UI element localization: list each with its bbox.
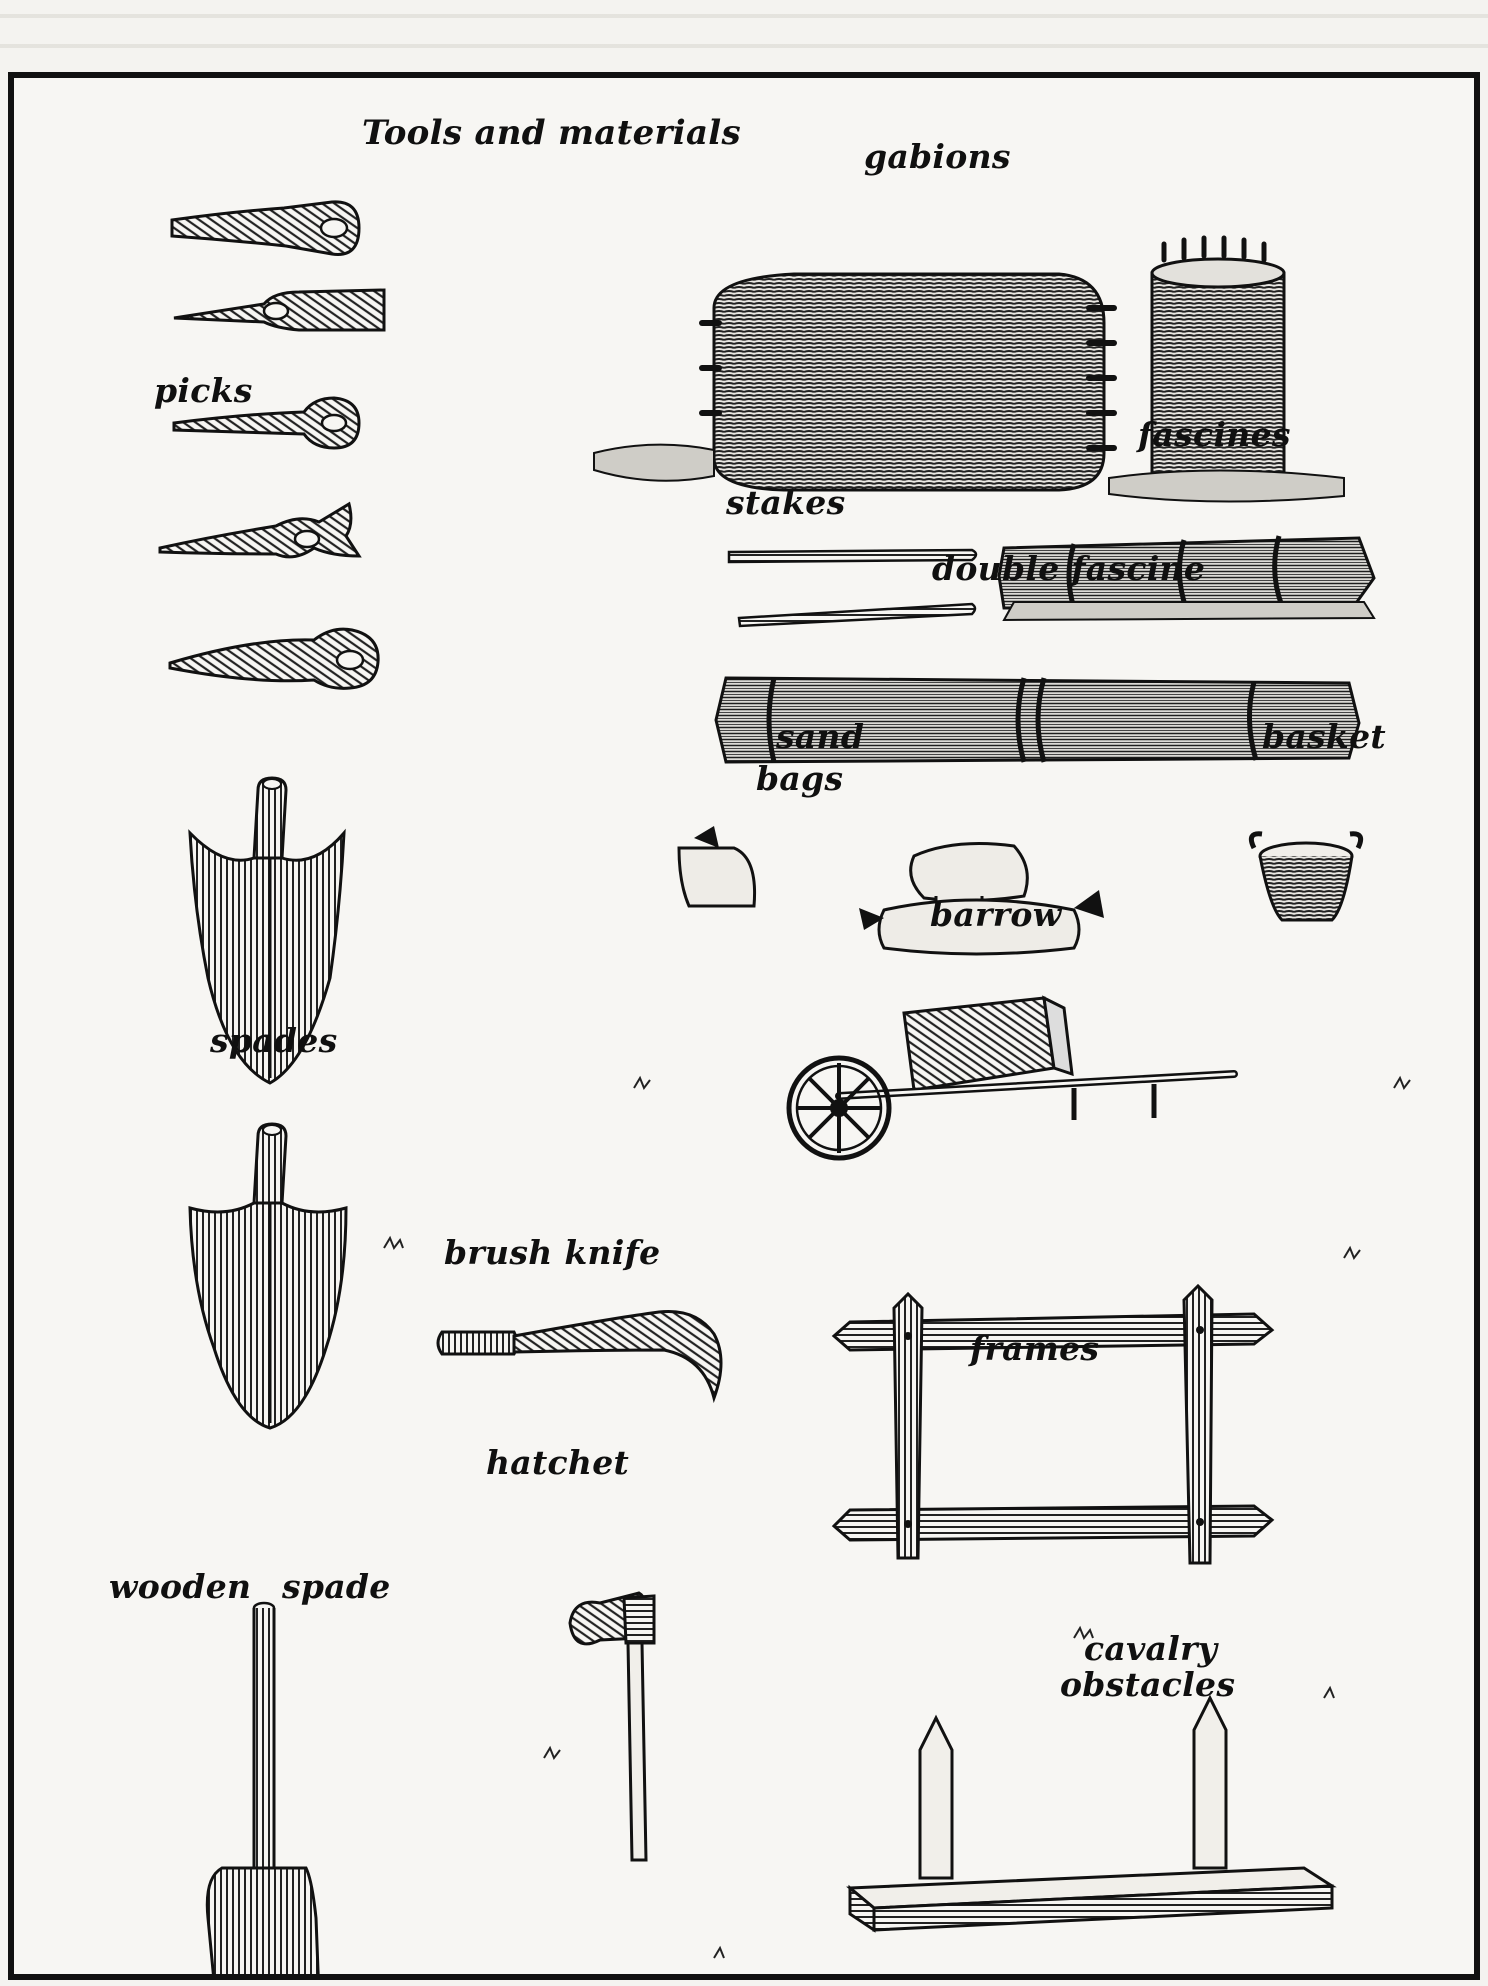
gabion-lying-icon bbox=[593, 272, 1117, 492]
pick-1-icon bbox=[170, 200, 361, 256]
label-obstacles: obstacles bbox=[1060, 1665, 1236, 1704]
brush-knife-icon bbox=[436, 1309, 723, 1404]
label-picks: picks bbox=[154, 371, 253, 410]
fascines-icon bbox=[997, 535, 1376, 622]
label-brush-knife: brush knife bbox=[444, 1233, 661, 1272]
illustration-frame: Tools and materials gabions picks fascin… bbox=[8, 72, 1480, 1980]
label-cavalry: cavalry bbox=[1084, 1629, 1218, 1668]
label-fascines: fascines bbox=[1138, 415, 1291, 454]
cavalry-obstacles-icon bbox=[846, 1694, 1337, 1933]
sand-bags-icon bbox=[677, 826, 1104, 956]
label-hatchet: hatchet bbox=[486, 1443, 630, 1482]
double-fascine-icon bbox=[714, 676, 1361, 764]
spade-flat-icon bbox=[188, 776, 346, 1085]
label-gabions: gabions bbox=[864, 137, 1011, 176]
hatchet-icon bbox=[568, 1591, 656, 1862]
label-basket: basket bbox=[1262, 717, 1386, 756]
label-spade: spade bbox=[282, 1567, 391, 1606]
wooden-spade-icon bbox=[205, 1601, 320, 1974]
label-sand: sand bbox=[776, 717, 865, 756]
pick-3-icon bbox=[172, 396, 361, 450]
barrow-icon bbox=[786, 995, 1238, 1161]
pick-2-icon bbox=[173, 288, 386, 332]
grass-tufts bbox=[383, 1075, 1411, 1959]
basket-icon bbox=[1248, 831, 1364, 922]
label-frames: frames bbox=[970, 1329, 1100, 1368]
label-wooden: wooden bbox=[109, 1567, 252, 1606]
label-spades: spades bbox=[210, 1021, 338, 1060]
label-double-fascine: double fascine bbox=[932, 549, 1206, 588]
gabion-standing-icon bbox=[1108, 235, 1345, 503]
label-stakes: stakes bbox=[726, 483, 846, 522]
label-bags: bags bbox=[756, 759, 844, 798]
frames-icon bbox=[831, 1283, 1275, 1565]
pick-5-icon bbox=[168, 627, 380, 690]
spade-pointed-icon bbox=[188, 1122, 348, 1430]
stakes-icon bbox=[727, 548, 978, 628]
bleed-through-text bbox=[0, 0, 1488, 70]
pick-4-icon bbox=[158, 501, 362, 559]
illustration-title: Tools and materials bbox=[362, 113, 741, 153]
label-barrow: barrow bbox=[930, 895, 1062, 934]
illustration-canvas bbox=[158, 200, 1411, 1974]
